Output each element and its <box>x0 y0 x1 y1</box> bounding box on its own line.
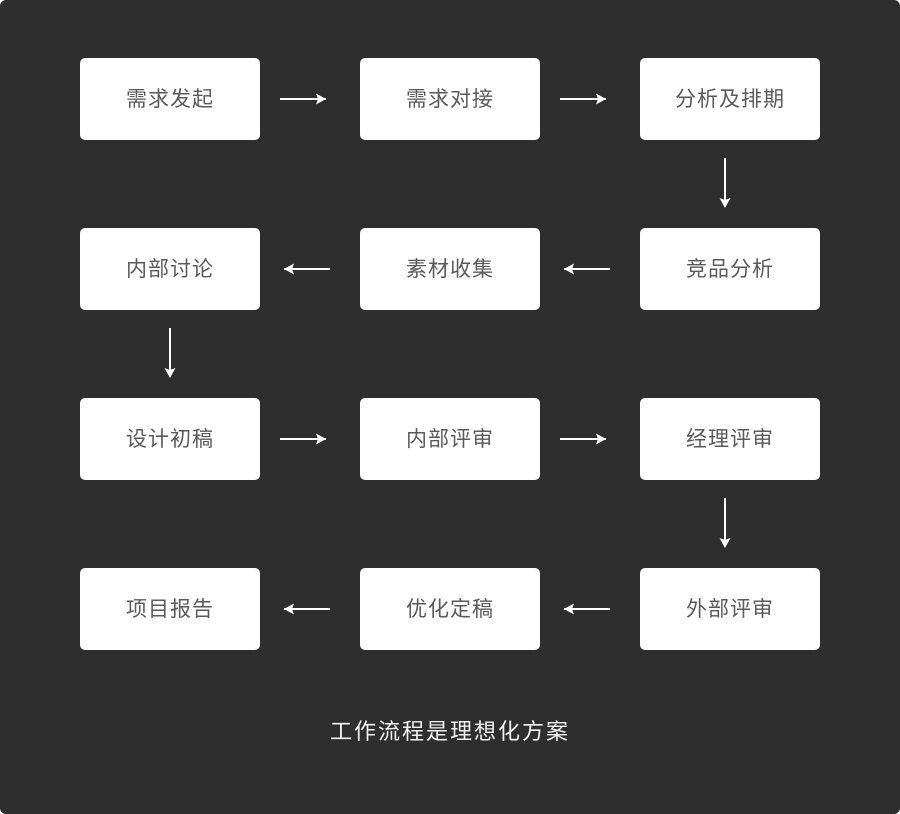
flow-node-optimized-final[interactable]: 优化定稿 <box>360 568 540 650</box>
flow-node-internal-discussion[interactable]: 内部讨论 <box>80 228 260 310</box>
arrow-right-icon <box>560 433 606 445</box>
flow-node-internal-review[interactable]: 内部评审 <box>360 398 540 480</box>
flow-node-competitor-analysis[interactable]: 竞品分析 <box>640 228 820 310</box>
flow-node-analysis-scheduling[interactable]: 分析及排期 <box>640 58 820 140</box>
node-label: 外部评审 <box>686 596 774 621</box>
node-label: 需求对接 <box>406 86 494 111</box>
flow-node-project-report[interactable]: 项目报告 <box>80 568 260 650</box>
node-label: 需求发起 <box>126 86 214 111</box>
node-label: 优化定稿 <box>406 596 494 621</box>
flow-node-material-collection[interactable]: 素材收集 <box>360 228 540 310</box>
node-label: 素材收集 <box>406 256 494 281</box>
diagram-caption: 工作流程是理想化方案 <box>329 720 570 745</box>
node-label: 内部评审 <box>406 426 494 451</box>
flow-node-manager-review[interactable]: 经理评审 <box>640 398 820 480</box>
flow-node-external-review[interactable]: 外部评审 <box>640 568 820 650</box>
node-label: 设计初稿 <box>126 426 214 451</box>
arrow-left-icon <box>284 263 330 275</box>
arrow-left-icon <box>564 263 610 275</box>
node-label: 分析及排期 <box>675 86 785 111</box>
node-label: 经理评审 <box>686 426 774 451</box>
arrow-right-icon <box>280 433 326 445</box>
arrow-right-icon <box>560 93 606 105</box>
node-label: 项目报告 <box>126 596 214 621</box>
arrow-left-icon <box>284 603 330 615</box>
arrow-down-icon <box>719 158 731 208</box>
arrow-right-icon <box>280 93 326 105</box>
node-label: 内部讨论 <box>126 256 214 281</box>
flow-node-requirement-initiation[interactable]: 需求发起 <box>80 58 260 140</box>
flow-node-requirement-handover[interactable]: 需求对接 <box>360 58 540 140</box>
flow-node-design-draft[interactable]: 设计初稿 <box>80 398 260 480</box>
node-label: 竞品分析 <box>686 256 774 281</box>
arrow-left-icon <box>564 603 610 615</box>
arrow-down-icon <box>719 498 731 548</box>
arrow-down-icon <box>164 328 176 378</box>
